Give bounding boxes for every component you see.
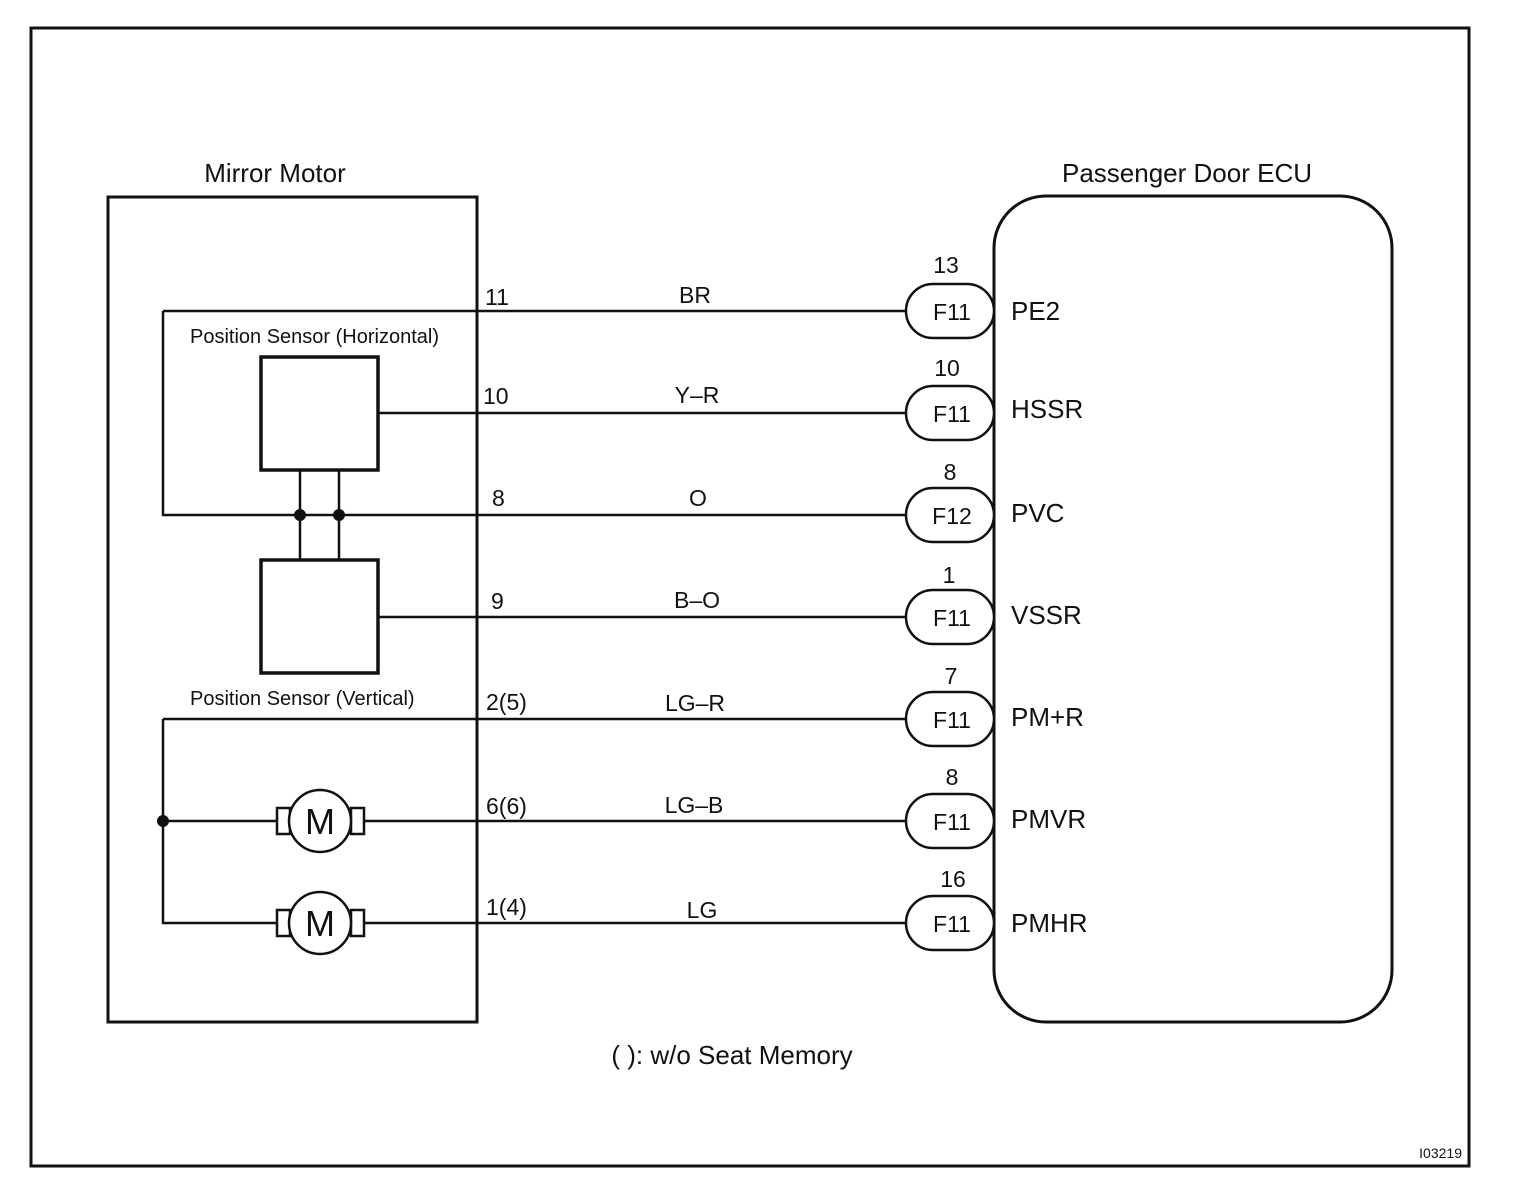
- connector-id: F11: [933, 605, 971, 631]
- motor-horizontal: M: [275, 890, 366, 956]
- mirror-terminal: 9: [491, 588, 504, 614]
- ecu-connector: [904, 690, 996, 748]
- mirror-terminal: 1(4): [486, 894, 527, 920]
- ecu-signal: PMHR: [1011, 908, 1088, 938]
- footnote: ( ): w/o Seat Memory: [611, 1040, 852, 1070]
- ecu-pin: 1: [943, 562, 956, 588]
- ecu-title: Passenger Door ECU: [1062, 158, 1312, 188]
- ecu-signal: PVC: [1011, 498, 1064, 528]
- ecu-connector: [904, 282, 996, 340]
- motor-vertical: M: [275, 788, 366, 854]
- connector-id: F11: [933, 401, 971, 427]
- wire-row: 11 BR F11 13 PE2: [477, 252, 1060, 340]
- wire-row: 1(4) LG F11 16 PMHR: [477, 866, 1088, 952]
- wire-color: LG–B: [665, 792, 724, 818]
- diagram-frame: [29, 26, 1471, 1168]
- ecu-connector: [904, 486, 996, 544]
- mirror-terminal: 10: [483, 383, 509, 409]
- motor-symbol: M: [305, 801, 335, 842]
- wire-row: 9 B–O F11 1 VSSR: [477, 562, 1082, 646]
- ecu-connector: [904, 384, 996, 442]
- ecu-pin: 7: [945, 663, 958, 689]
- wire-color: O: [689, 485, 707, 511]
- ecu-pin: 13: [933, 252, 959, 278]
- mirror-terminal: 6(6): [486, 793, 527, 819]
- ecu-signal: VSSR: [1011, 600, 1082, 630]
- wire-color: Y–R: [675, 382, 720, 408]
- mirror-terminal: 11: [485, 284, 509, 310]
- connector-id: F11: [933, 707, 971, 733]
- connector-id: F12: [932, 503, 972, 529]
- wire-row: 8 O F12 8 PVC: [477, 459, 1064, 544]
- wire-color: LG–R: [665, 690, 725, 716]
- ecu-pin: 10: [934, 355, 960, 381]
- ecu-connector: [904, 792, 996, 850]
- sensor-vertical-label: Position Sensor (Vertical): [190, 688, 415, 710]
- wire-row: 2(5) LG–R F11 7 PM+R: [477, 663, 1084, 748]
- connector-id: F11: [933, 299, 971, 325]
- ecu-signal: PE2: [1011, 296, 1060, 326]
- wire-rows: 11 BR F11 13 PE2 10 Y–R F11 10 HSSR 8 O …: [477, 252, 1088, 952]
- ecu-signal: PM+R: [1011, 702, 1084, 732]
- wire-row: 10 Y–R F11 10 HSSR: [477, 355, 1083, 442]
- wire-color: LG: [687, 897, 718, 923]
- position-sensor-horizontal: [259, 355, 380, 472]
- ecu-pin: 8: [946, 764, 959, 790]
- sensor-horizontal-label: Position Sensor (Horizontal): [190, 326, 439, 348]
- wire-row: 6(6) LG–B F11 8 PMVR: [477, 764, 1086, 850]
- ecu-signal: HSSR: [1011, 394, 1083, 424]
- ecu-pin: 8: [944, 459, 957, 485]
- mirror-terminal: 2(5): [486, 689, 527, 715]
- wire-color: B–O: [674, 587, 720, 613]
- ecu-connector: [904, 894, 996, 952]
- mirror-motor-title: Mirror Motor: [204, 158, 346, 188]
- motor-symbol: M: [305, 903, 335, 944]
- mirror-terminal: 8: [492, 485, 505, 511]
- mirror-internal-wiring: [157, 309, 477, 925]
- wire-color: BR: [679, 282, 711, 308]
- mirror-motor-box: [106, 195, 479, 1024]
- ecu-signal: PMVR: [1011, 804, 1086, 834]
- figure-id: I03219: [1419, 1145, 1462, 1161]
- connector-id: F11: [933, 911, 971, 937]
- connector-id: F11: [933, 809, 971, 835]
- ecu-pin: 16: [940, 866, 966, 892]
- position-sensor-vertical: [259, 558, 380, 675]
- ecu-connector: [904, 588, 996, 646]
